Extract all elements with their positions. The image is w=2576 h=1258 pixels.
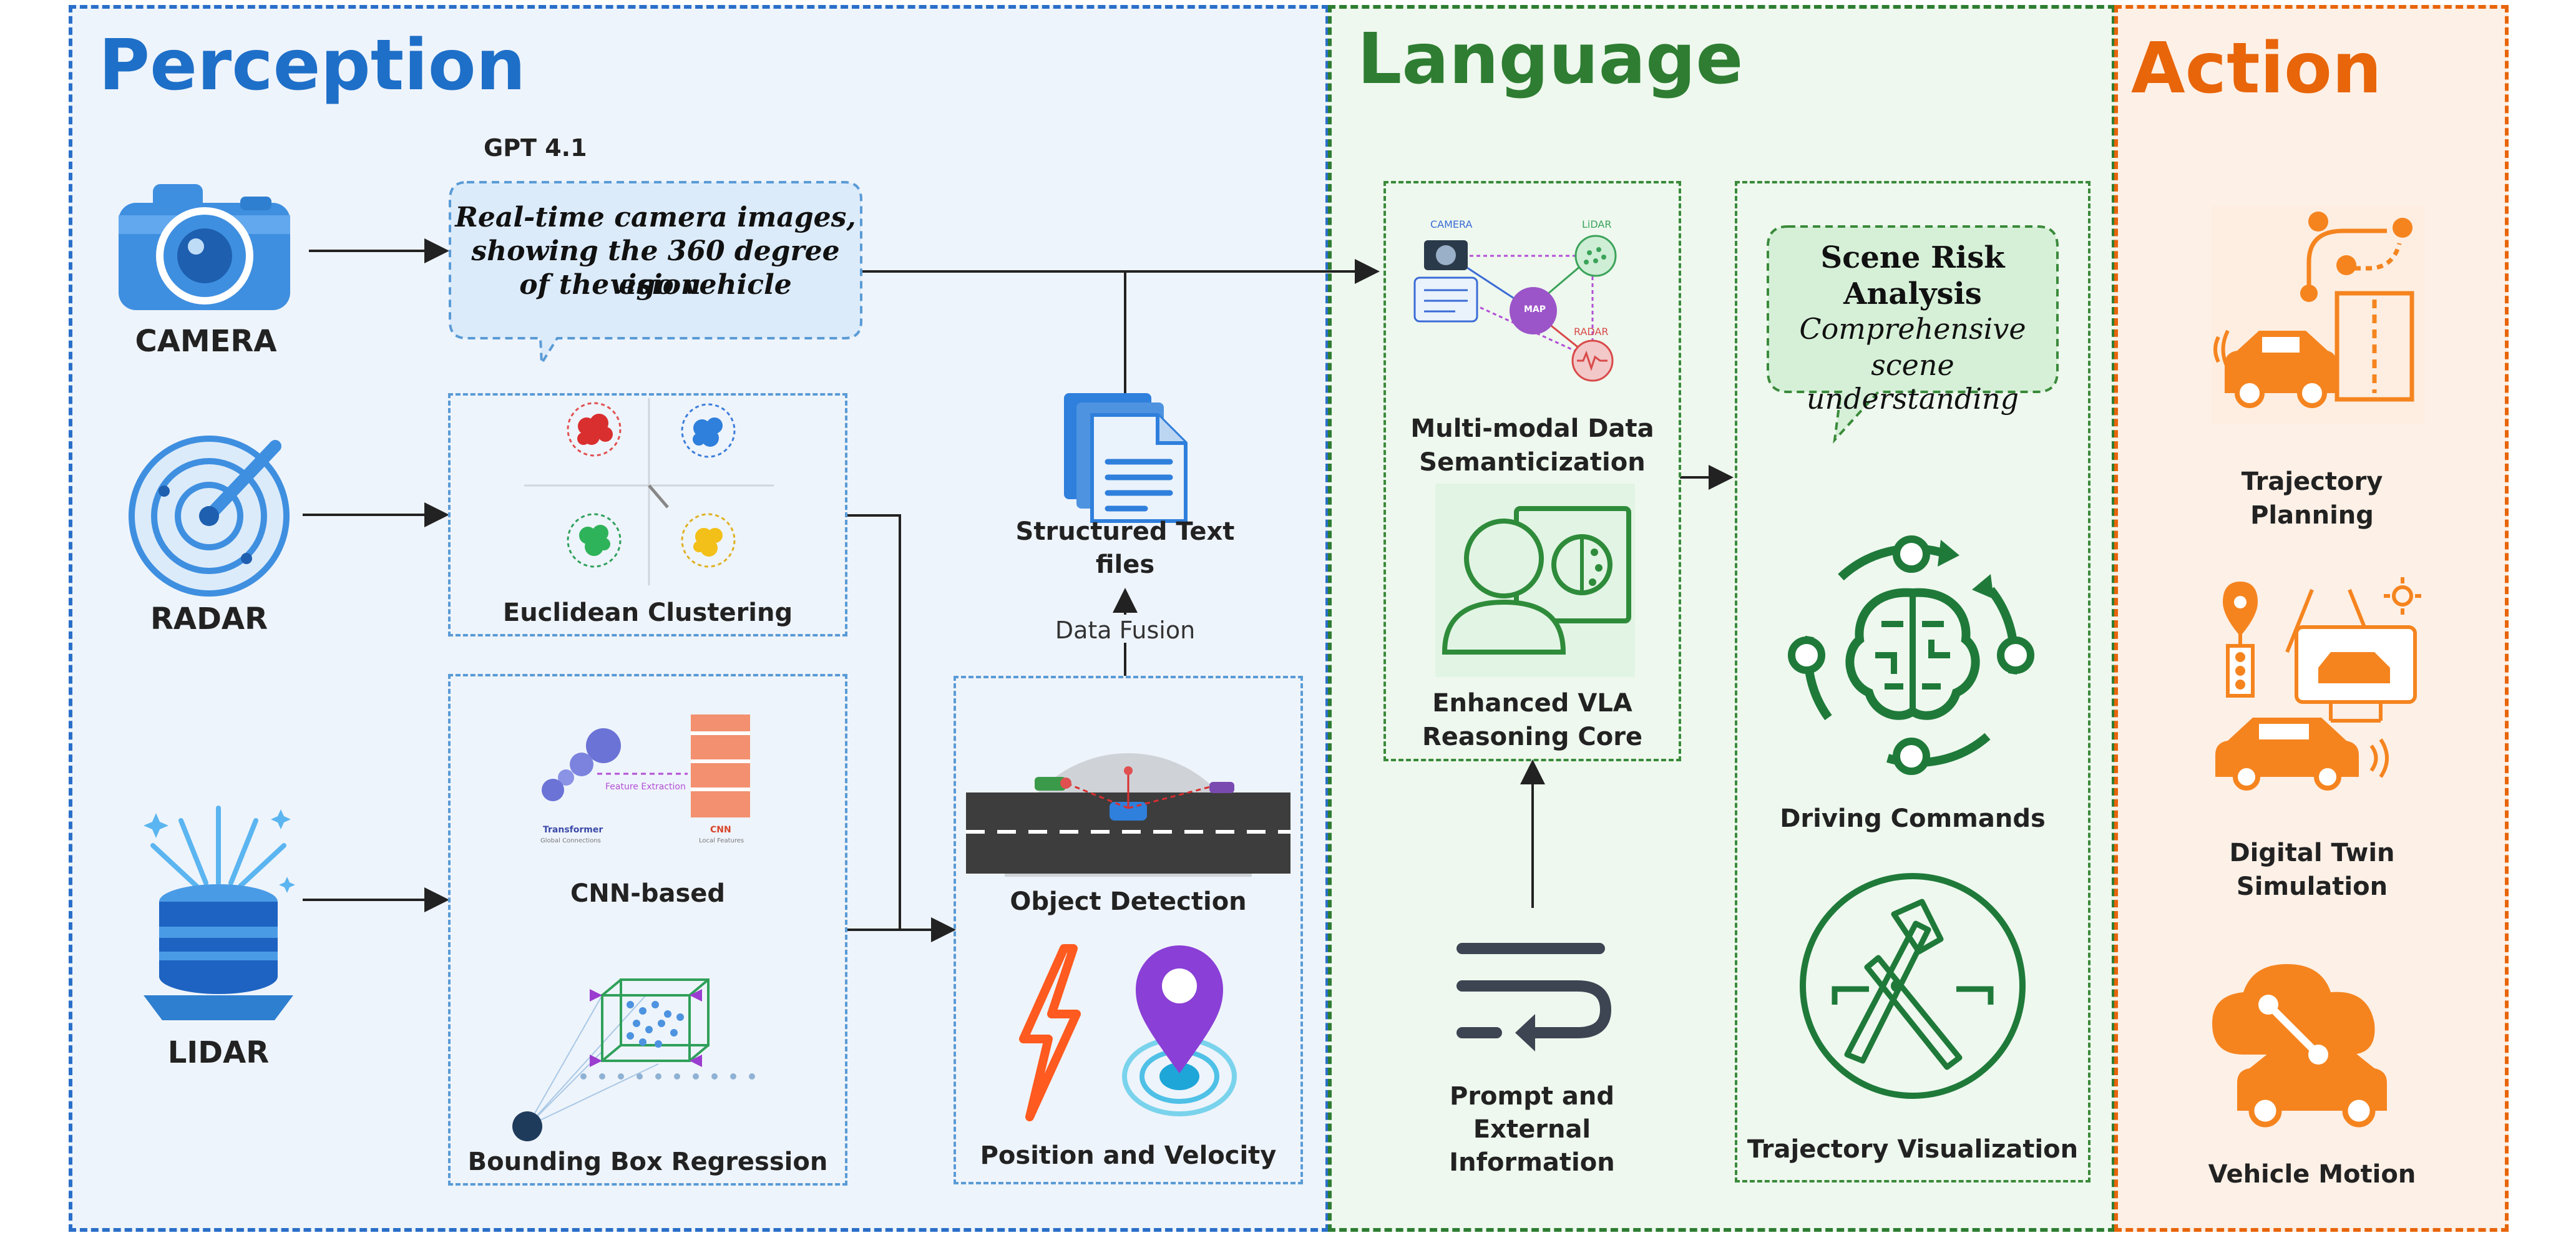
digital-twin-icon xyxy=(2215,577,2421,791)
camera-bubble xyxy=(449,181,862,368)
lightning-icon xyxy=(1019,944,1081,1121)
object-detection-figure xyxy=(966,753,1290,877)
prompt-line2: External xyxy=(1473,1115,1591,1144)
vehicle-motion-label: Vehicle Motion xyxy=(2208,1160,2416,1189)
sem-map-label: MAP xyxy=(1524,305,1546,314)
action-panel xyxy=(2114,5,2509,1232)
camera-bubble-line1: Real-time camera images, xyxy=(455,202,856,233)
transformer-label: Transformer xyxy=(543,825,603,835)
vla-line2: Reasoning Core xyxy=(1422,723,1643,751)
scene-sub-line1: Comprehensive xyxy=(1799,312,2026,346)
euclidean-label: Euclidean Clustering xyxy=(502,598,793,627)
digital-twin-line1: Digital Twin xyxy=(2229,839,2395,867)
language-title: Language xyxy=(1357,19,1744,100)
vehicle-motion-icon xyxy=(2212,964,2387,1128)
camera-bubble-line2: showing the 360 degree vision xyxy=(471,235,840,301)
sem-radar-label: RADAR xyxy=(1574,326,1609,338)
trajectory-planning-icon xyxy=(2212,206,2424,424)
bbox-figure xyxy=(512,978,755,1141)
trajectory-vis-icon xyxy=(1800,873,2026,1099)
driving-commands-label: Driving Commands xyxy=(1780,804,2046,833)
cluster-figure xyxy=(524,398,774,585)
structured-text-line1: Structured Text xyxy=(1015,517,1235,546)
transformer-sublabel: Global Connections xyxy=(540,837,601,844)
semantic-line2: Semanticization xyxy=(1419,448,1646,477)
prompt-line3: Information xyxy=(1449,1148,1615,1177)
radar-icon xyxy=(129,436,290,597)
vla-line1: Enhanced VLA xyxy=(1432,689,1632,718)
euclidean-box xyxy=(448,393,847,636)
data-fusion-label: Data Fusion xyxy=(1055,617,1196,644)
radar-label: RADAR xyxy=(150,602,268,636)
lidar-icon xyxy=(144,806,295,1020)
scene-box xyxy=(1735,181,2091,1182)
trajectory-planning-line2: Planning xyxy=(2250,501,2374,530)
cnn-figure xyxy=(542,714,750,817)
camera-bubble-line3: of the ego vehicle xyxy=(519,269,792,301)
feature-label: Feature Extraction xyxy=(605,782,686,792)
semantic-line1: Multi-modal Data xyxy=(1410,414,1654,443)
cnn-bbox-box xyxy=(448,674,847,1186)
semantic-vla-box xyxy=(1383,181,1681,761)
prompt-line1: Prompt and xyxy=(1450,1082,1614,1111)
detection-box xyxy=(954,676,1303,1184)
lidar-label: LIDAR xyxy=(167,1035,270,1070)
scene-title-line2: Analysis xyxy=(1843,276,1982,311)
perception-title: Perception xyxy=(99,25,526,106)
semantic-network-figure xyxy=(1413,235,1617,382)
sem-camera-label: CAMERA xyxy=(1430,218,1473,230)
cnn-fig-sublabel: Local Features xyxy=(699,837,744,844)
trajectory-planning-line1: Trajectory xyxy=(2241,467,2383,496)
object-detection-label: Object Detection xyxy=(1010,887,1247,916)
structured-text-line2: files xyxy=(1095,550,1155,579)
location-pin-icon xyxy=(1122,945,1237,1116)
document-icon xyxy=(1064,393,1188,523)
bbox-label: Bounding Box Regression xyxy=(467,1148,828,1176)
gpt-label: GPT 4.1 xyxy=(484,134,587,162)
position-velocity-label: Position and Velocity xyxy=(980,1141,1277,1170)
cnn-fig-label: CNN xyxy=(710,825,731,835)
camera-icon xyxy=(119,184,290,310)
brain-cycle-icon xyxy=(1788,535,2034,775)
cnn-label: CNN-based xyxy=(570,879,726,908)
action-title: Action xyxy=(2131,28,2382,109)
digital-twin-line2: Simulation xyxy=(2236,872,2388,901)
prompt-wrap-icon xyxy=(1456,943,1612,1051)
vla-reasoning-icon xyxy=(1435,484,1635,677)
camera-label: CAMERA xyxy=(135,324,277,359)
scene-sub-line2: scene understanding xyxy=(1806,348,2019,416)
trajectory-vis-label: Trajectory Visualization xyxy=(1747,1135,2079,1164)
scene-bubble xyxy=(1767,225,2059,444)
scene-title-line1: Scene Risk xyxy=(1820,240,2005,275)
sem-lidar-label: LiDAR xyxy=(1582,218,1612,230)
